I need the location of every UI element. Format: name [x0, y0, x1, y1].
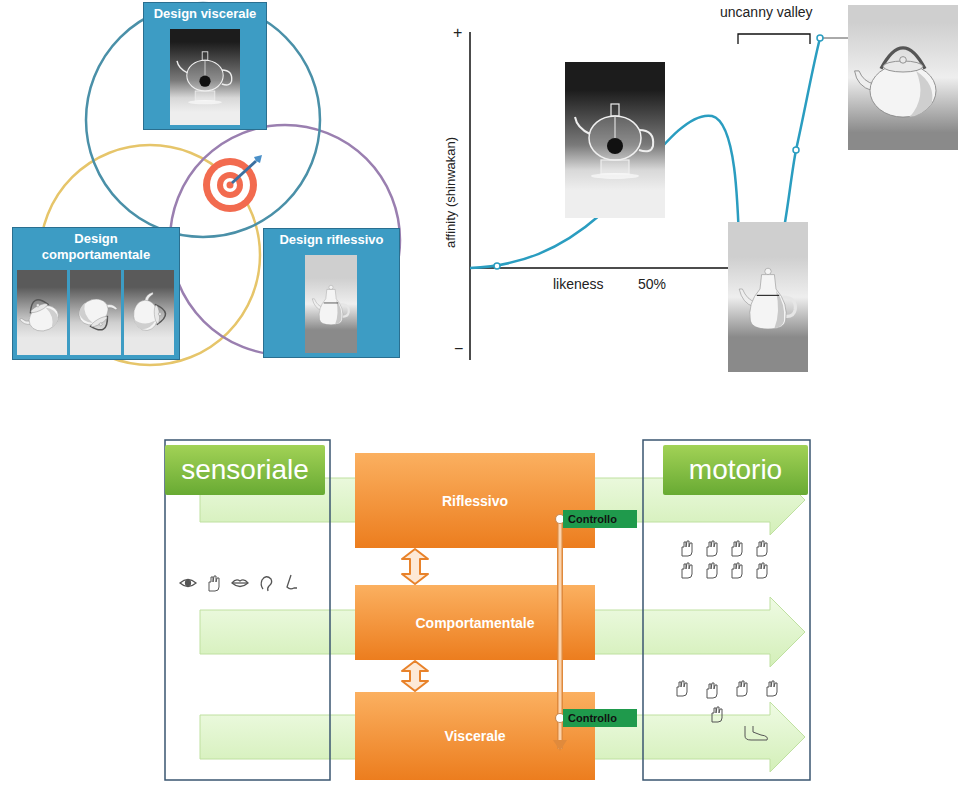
text-holder: Design viscerale [144, 3, 266, 25]
node-text: Controllo [568, 712, 617, 724]
design-box: Design riflessivo [263, 228, 400, 358]
node-text: Riflessivo [442, 493, 508, 509]
node-text: Comportamentale [415, 615, 534, 631]
level-box: Viscerale [355, 692, 595, 780]
design-box: Design viscerale [143, 2, 267, 130]
teapot-photo [170, 29, 240, 125]
node-text: Design viscerale [148, 6, 262, 22]
section-label: motorio [663, 445, 808, 495]
text-holder: Comportamentale [415, 615, 534, 631]
node-text: motorio [689, 454, 782, 486]
motor-icons [677, 541, 777, 740]
double-arrow [402, 661, 428, 691]
node-text: Design comportamentale [30, 231, 162, 262]
node-text: Design riflessivo [268, 232, 395, 248]
target-icon [203, 155, 262, 212]
uncanny-valley-chart [365, 0, 963, 497]
level-box: Riflessivo [355, 453, 595, 548]
node-text: sensoriale [181, 454, 309, 486]
panel-outlines [165, 440, 810, 780]
text-holder: Design riflessivo [264, 229, 399, 251]
text-holder: Viscerale [444, 728, 505, 744]
axis-title: affinity (shinwakan) [445, 136, 460, 247]
text-holder: Design comportamentale [26, 228, 166, 265]
node-text: Viscerale [444, 728, 505, 744]
teapot-photo [70, 270, 121, 355]
sense-icons [180, 575, 297, 591]
chart-annotation: uncanny valley [720, 4, 813, 20]
level-box: Comportamentale [355, 585, 595, 660]
control-tag: Controllo [563, 510, 637, 528]
text-holder: Riflessivo [442, 493, 508, 509]
text-holder: Controllo [568, 712, 617, 724]
control-tag: Controllo [563, 709, 637, 727]
text-holder: sensoriale [181, 454, 309, 486]
design-box: Design comportamentale [12, 227, 180, 360]
text-holder: motorio [689, 454, 782, 486]
axis-title: likeness [553, 276, 604, 292]
axis-tick: 50% [638, 276, 666, 292]
node-text: Controllo [568, 513, 617, 525]
teapot-photo [17, 270, 68, 355]
teapot-photo [305, 255, 357, 353]
double-arrow [402, 549, 428, 584]
text-holder: Controllo [568, 513, 617, 525]
axis-sign: − [454, 340, 463, 358]
axis-sign: + [453, 24, 462, 42]
teapot-photo [124, 270, 175, 355]
section-label: sensoriale [165, 445, 325, 495]
